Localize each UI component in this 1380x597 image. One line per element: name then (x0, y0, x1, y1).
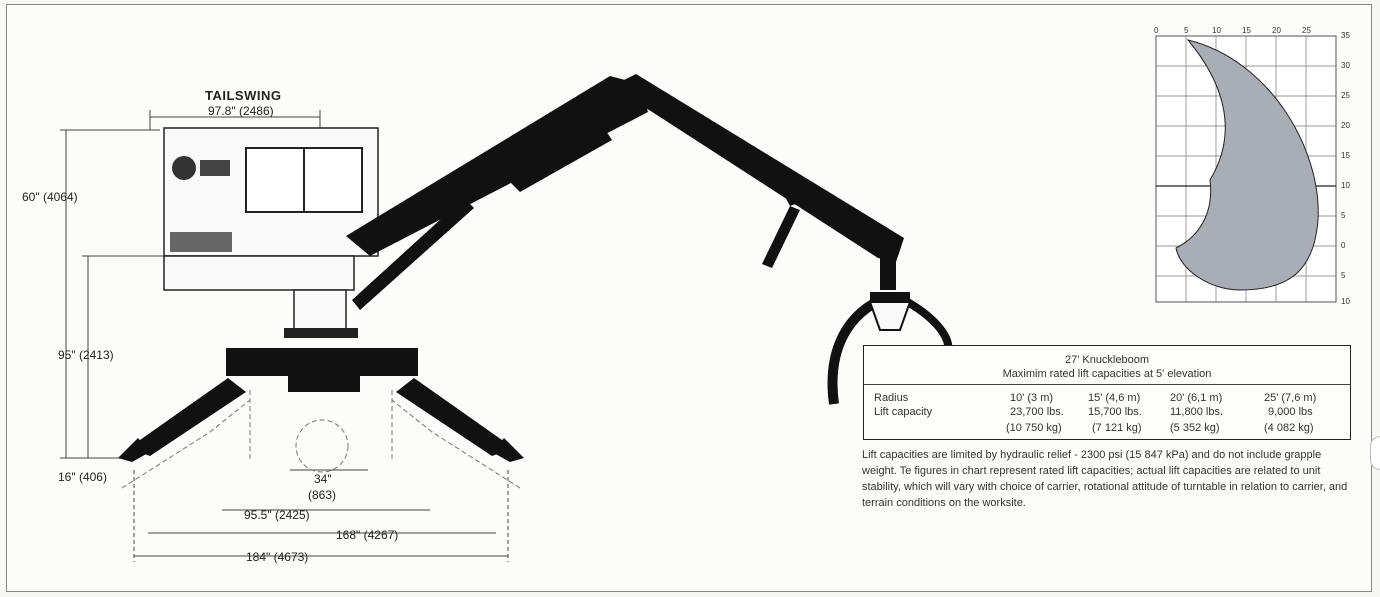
lift-label: Lift capacity (874, 406, 933, 418)
page-edge-tab (1370, 436, 1380, 470)
y-tick: 0 (1341, 241, 1346, 250)
y-tick: 15 (1341, 151, 1350, 160)
kg-cell: (4 082 kg) (1264, 422, 1314, 434)
capacity-subtitle: Maximim rated lift capacities at 5' elev… (1002, 368, 1212, 380)
radius-cell: 10' (3 m) (1010, 392, 1054, 404)
width-b-dim: 168" (4267) (336, 528, 399, 542)
capacity-title: 27' Knuckleboom (1064, 354, 1150, 366)
y-tick: 5 (1341, 211, 1346, 220)
x-tick: 20 (1272, 26, 1281, 35)
grapple (827, 292, 953, 405)
tailswing-title: TAILSWING (205, 88, 282, 103)
outrigger-ghost (121, 390, 521, 489)
kg-cell: (5 352 kg) (1170, 422, 1220, 434)
x-tick: 5 (1184, 26, 1189, 35)
height-base-dim: 95" (2413) (58, 348, 114, 362)
x-tick: 0 (1154, 26, 1159, 35)
x-tick: 15 (1242, 26, 1251, 35)
y-tick: 35 (1341, 31, 1350, 40)
y-tick: 5 (1341, 271, 1346, 280)
radius-cell: 25' (7,6 m) (1264, 392, 1317, 404)
boom (346, 74, 904, 310)
track-inner-mm: (863) (308, 488, 337, 502)
width-c-dim: 184" (4673) (246, 550, 309, 564)
y-tick: 25 (1341, 91, 1350, 100)
capacity-note: Lift capacities are limited by hydraulic… (862, 449, 1348, 509)
x-tick: 25 (1302, 26, 1311, 35)
kg-cell: (10 750 kg) (1006, 422, 1062, 434)
lbs-cell: 15,700 lbs. (1088, 406, 1142, 418)
x-tick: 10 (1212, 26, 1221, 35)
spec-sheet (6, 4, 1372, 592)
lbs-cell: 23,700 lbs. (1010, 406, 1064, 418)
track-inner-dim: 34" (314, 472, 332, 486)
cab (163, 127, 379, 338)
capacity-table: 27' Knuckleboom Maximim rated lift capac… (863, 345, 1351, 440)
y-tick: 10 (1341, 181, 1350, 190)
radius-cell: 20' (6,1 m) (1170, 392, 1223, 404)
ground-dim: 16" (406) (58, 470, 107, 484)
y-tick: 20 (1341, 121, 1350, 130)
radius-label: Radius (874, 392, 909, 404)
radius-cell: 15' (4,6 m) (1088, 392, 1141, 404)
y-tick: 10 (1341, 297, 1350, 306)
width-a-dim: 95.5" (2425) (244, 508, 310, 522)
height-total-dim: 60" (4064) (22, 190, 78, 204)
kg-cell: (7 121 kg) (1092, 422, 1142, 434)
y-tick: 30 (1341, 61, 1350, 70)
carrier (118, 348, 524, 462)
tailswing-dim: 97.8" (2486) (208, 104, 274, 118)
lbs-cell: 9,000 lbs (1268, 406, 1313, 418)
lbs-cell: 11,800 lbs. (1170, 406, 1224, 418)
dimension-lines (60, 110, 509, 562)
table-divider (864, 384, 1350, 385)
